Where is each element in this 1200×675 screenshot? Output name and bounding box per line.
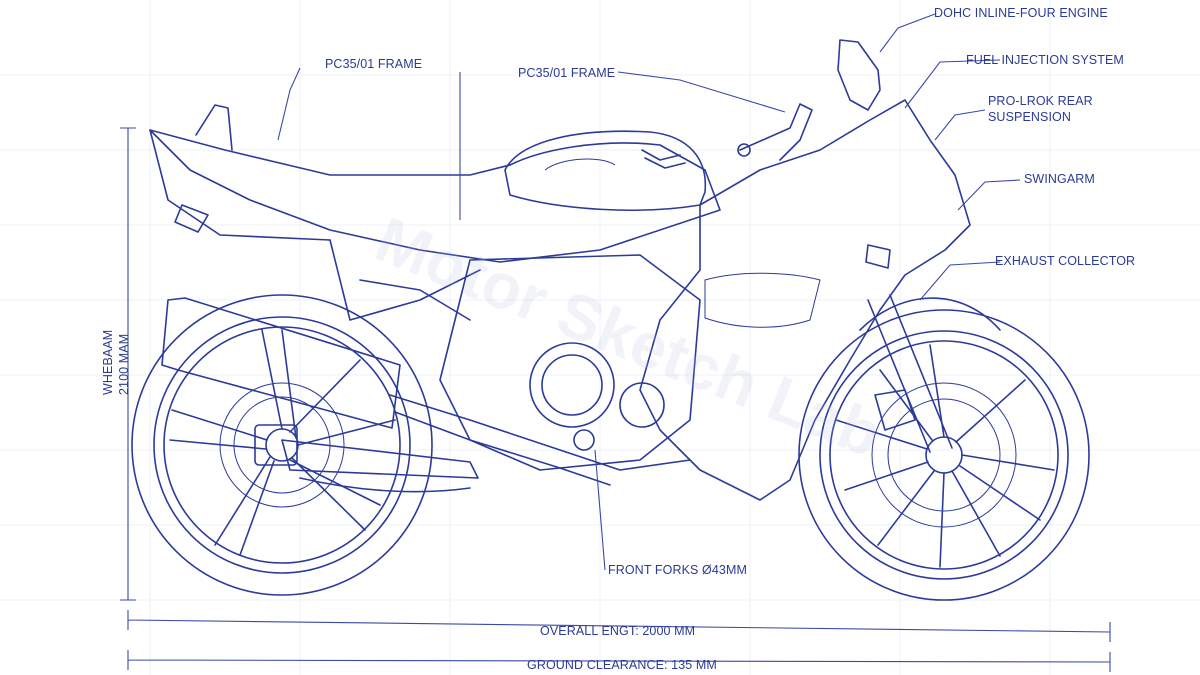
tank-badge-outline <box>544 158 616 171</box>
label-front-forks: FRONT FORKS Ø43MM <box>608 563 747 577</box>
label-fuel-injection: FUEL INJECTION SYSTEM <box>966 53 1124 67</box>
seat-and-tail <box>149 129 721 263</box>
fuel-tank <box>504 130 707 212</box>
clutch-cover <box>529 342 615 428</box>
label-wheelbase: WHEBAAM 2100 MAM <box>101 329 131 395</box>
label-frame-left: PC35/01 FRAME <box>325 57 423 71</box>
rear-caliper <box>254 424 298 466</box>
label-engine: DOHC INLINE-FOUR ENGINE <box>934 6 1108 20</box>
rear-axle-hub <box>265 428 299 462</box>
front-caliper <box>874 389 916 431</box>
leader-lines <box>277 13 1021 571</box>
turn-signal <box>865 244 891 269</box>
fairing-vent <box>704 272 821 328</box>
front-forks-shape <box>867 294 953 453</box>
label-exhaust-collector: EXHAUST COLLECTOR <box>995 254 1136 268</box>
front-brake-disc <box>871 382 1017 528</box>
swingarm-shape <box>281 439 479 479</box>
label-overall-length: OVERALL ENGT: 2000 MM <box>540 624 696 638</box>
tail-underside <box>149 129 331 241</box>
label-rear-suspension: PRO-LROK REAR SUSPENSION <box>988 94 1093 124</box>
drive-chain <box>299 477 471 493</box>
exhaust-header <box>389 394 691 471</box>
rear-wheel <box>131 294 433 596</box>
exhaust-muffler <box>161 297 401 429</box>
wing-logo <box>641 149 686 169</box>
windscreen <box>837 39 881 111</box>
label-ground-clearance: GROUND CLEARANCE: 135 MM <box>527 658 717 672</box>
bar-end <box>737 143 751 157</box>
subframe <box>329 239 481 321</box>
alternator-cover <box>619 382 665 428</box>
tail-light <box>174 204 209 233</box>
front-fairing <box>639 99 971 501</box>
label-swingarm: SWINGARM <box>1024 172 1095 186</box>
dimension-lines <box>120 127 1111 672</box>
grab-handle <box>195 104 233 151</box>
front-wheel <box>798 309 1090 601</box>
handlebar <box>739 103 813 161</box>
engine-block <box>439 254 701 471</box>
label-frame-center: PC35/01 FRAME <box>518 66 616 80</box>
